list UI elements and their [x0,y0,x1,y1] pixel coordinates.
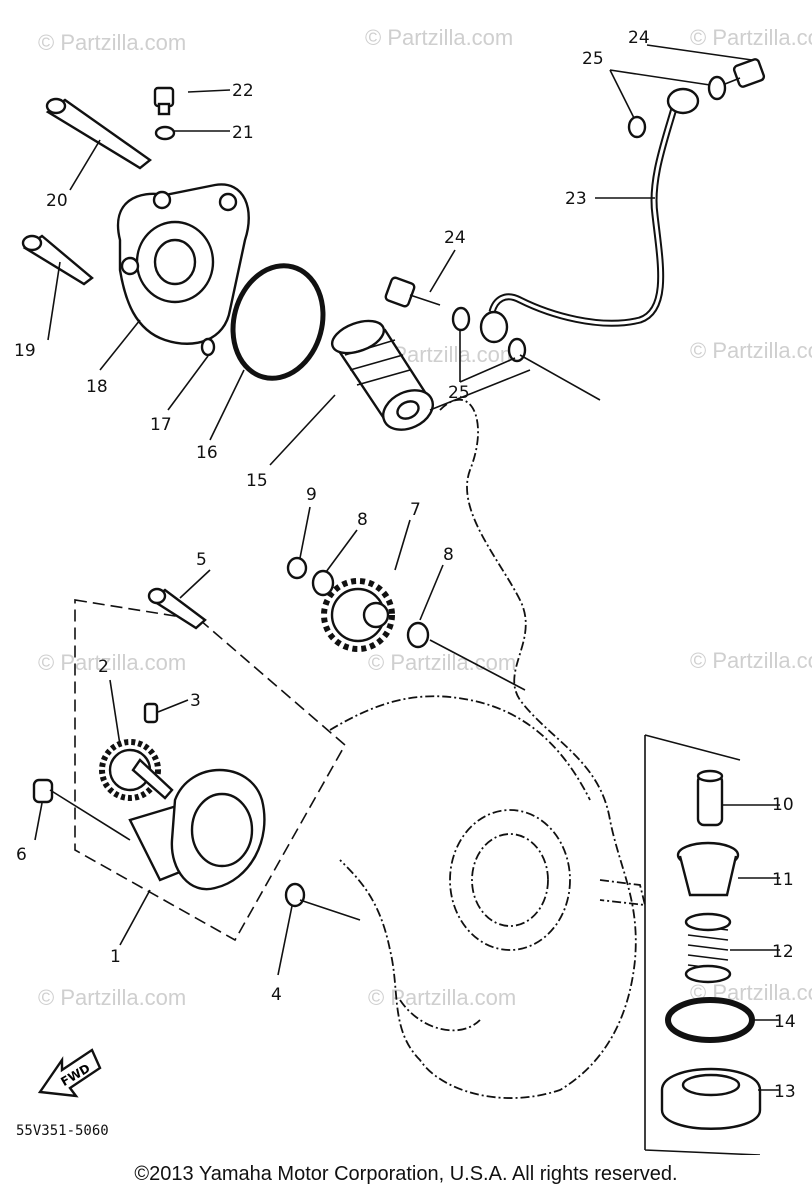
callout-8b: 8 [443,545,454,565]
callout-labels: 1 2 3 4 5 6 7 8 8 9 10 11 12 13 14 15 16… [14,28,796,1102]
drive-gear-7 [321,578,395,652]
callout-24a: 24 [628,28,650,48]
spring-12 [684,912,732,984]
oil-delivery-pipe-23 [479,87,700,344]
oil-filter-cover [116,183,250,345]
valve-10 [696,769,724,827]
callout-8a: 8 [357,510,368,530]
bolt-5 [147,587,207,630]
callout-15: 15 [246,471,268,491]
callout-25a: 25 [582,49,604,69]
watermark: © Partzilla.com [690,338,812,363]
callout-21: 21 [232,123,254,143]
watermark-layer: © Partzilla.com © Partzilla.com © Partzi… [38,25,812,1010]
watermark: © Partzilla.com [690,25,812,50]
callout-25b: 25 [448,383,470,403]
oil-pump-body-1 [128,768,266,891]
plug-13 [660,1067,762,1130]
callout-22: 22 [232,81,254,101]
circlip-9 [286,556,308,580]
callout-23: 23 [565,189,587,209]
callout-10: 10 [772,795,794,815]
callout-13: 13 [774,1082,796,1102]
callout-18: 18 [86,377,108,397]
callout-1: 1 [110,947,121,967]
washer-8 [311,569,430,649]
watermark: © Partzilla.com [368,985,516,1010]
fwd-arrow: FWD [37,1048,102,1098]
oil-pump-assembly-boundary [74,599,347,942]
copper-washers-25 [451,75,727,363]
callout-20: 20 [46,191,68,211]
watermark: © Partzilla.com [368,650,516,675]
plug-11 [676,841,740,897]
union-bolt-24-lower [384,276,441,308]
callout-16: 16 [196,443,218,463]
callout-5: 5 [196,550,207,570]
o-ring-17 [200,337,216,357]
callout-24b: 24 [444,228,466,248]
o-ring-16 [230,263,326,381]
bleed-bolt-22 [153,86,175,116]
callout-2: 2 [98,657,109,677]
watermark: © Partzilla.com [38,30,186,55]
callout-7: 7 [410,500,421,520]
callout-6: 6 [16,845,27,865]
copyright-notice: ©2013 Yamaha Motor Corporation, U.S.A. A… [134,1163,678,1185]
bolt-19 [21,234,94,286]
callout-14: 14 [774,1012,796,1032]
dowel-6 [32,778,54,804]
crankcase-outline [329,398,647,1099]
relief-valve-bracket [644,734,761,1155]
watermark: © Partzilla.com [690,648,812,673]
callout-11: 11 [772,870,794,890]
oil-filter-element-15 [330,319,434,431]
callout-3: 3 [190,691,201,711]
callout-12: 12 [772,942,794,962]
leader-lines [34,44,780,1091]
o-ring-4 [284,882,306,908]
union-bolt-24-top [709,58,766,91]
watermark: © Partzilla.com [365,25,513,50]
o-ring-14 [665,997,755,1043]
callout-9: 9 [306,485,317,505]
pin-3 [143,702,159,724]
callout-4: 4 [271,985,282,1005]
bolt-20 [45,97,152,170]
callout-19: 19 [14,341,36,361]
exploded-parts-diagram: © Partzilla.com © Partzilla.com © Partzi… [14,25,812,1155]
watermark: © Partzilla.com [38,985,186,1010]
washer-21 [154,125,176,141]
callout-17: 17 [150,415,172,435]
drawing-code: 55V351-5060 [16,1123,109,1139]
watermark: © Partzilla.com [38,650,186,675]
pump-gear-2 [99,739,174,801]
